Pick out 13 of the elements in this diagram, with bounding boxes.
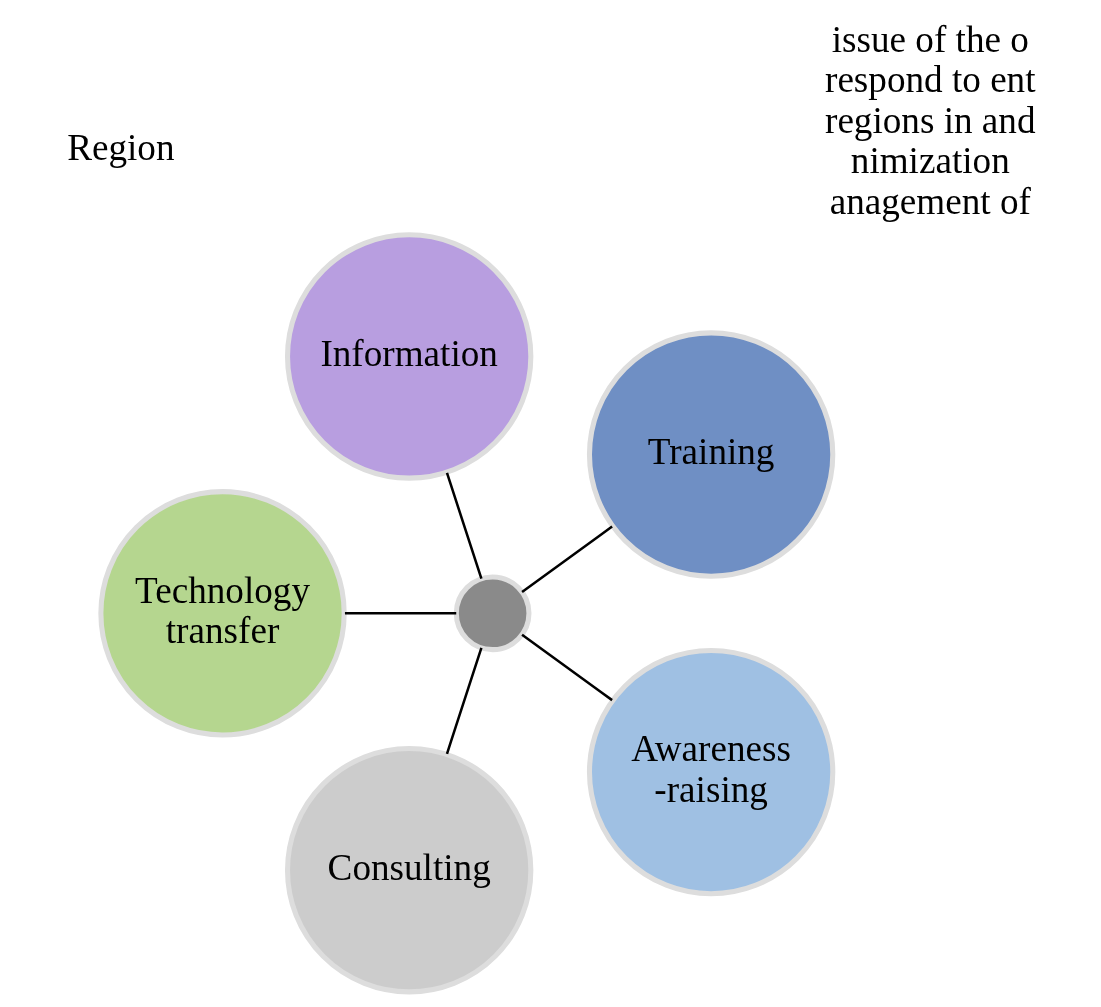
node-circle: Technology transfer — [98, 489, 347, 738]
connector — [344, 612, 457, 615]
node-circle: Training — [586, 330, 836, 579]
label: issue of the o respond to ent regions in and nimization anagement of — [825, 18, 1036, 222]
node-circle: Awareness -raising — [586, 647, 836, 897]
node-circle: Information — [284, 232, 534, 481]
connector — [521, 633, 613, 702]
label: Region — [67, 126, 175, 168]
node-circle — [453, 574, 532, 653]
connector — [445, 472, 483, 580]
connector — [445, 647, 483, 755]
connector — [521, 525, 613, 593]
node-circle: Consulting — [284, 746, 534, 995]
